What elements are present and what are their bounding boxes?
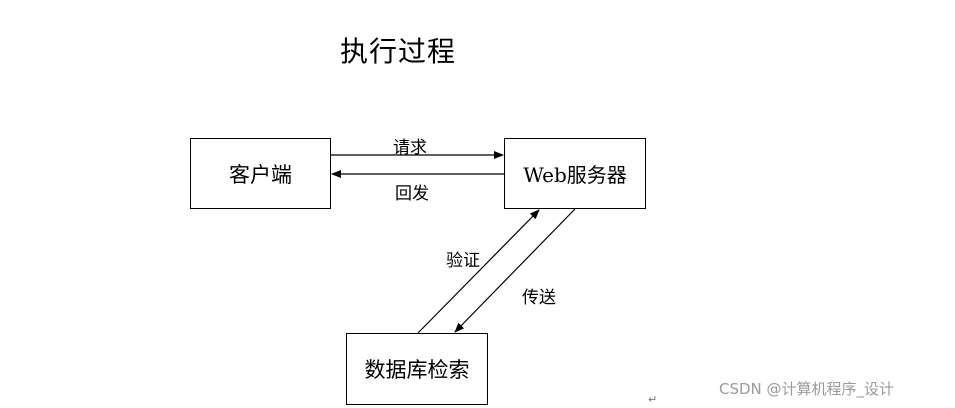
transfer-arrow (454, 208, 576, 333)
database-node: 数据库检索 (346, 333, 488, 405)
server-node-label: Web服务器 (523, 163, 627, 187)
verify-label: 验证 (446, 251, 480, 271)
response-label: 回发 (395, 184, 429, 204)
server-node: Web服务器 (504, 138, 646, 209)
paragraph-mark-icon: ↵ (648, 393, 658, 406)
verify-arrow (417, 209, 540, 334)
client-node: 客户端 (190, 138, 331, 209)
watermark: CSDN @计算机程序_设计 (719, 380, 895, 398)
database-node-label: 数据库检索 (364, 358, 470, 382)
request-label: 请求 (393, 138, 427, 158)
client-node-label: 客户端 (229, 162, 292, 187)
transfer-label: 传送 (522, 288, 556, 308)
diagram-title: 执行过程 (340, 35, 457, 68)
